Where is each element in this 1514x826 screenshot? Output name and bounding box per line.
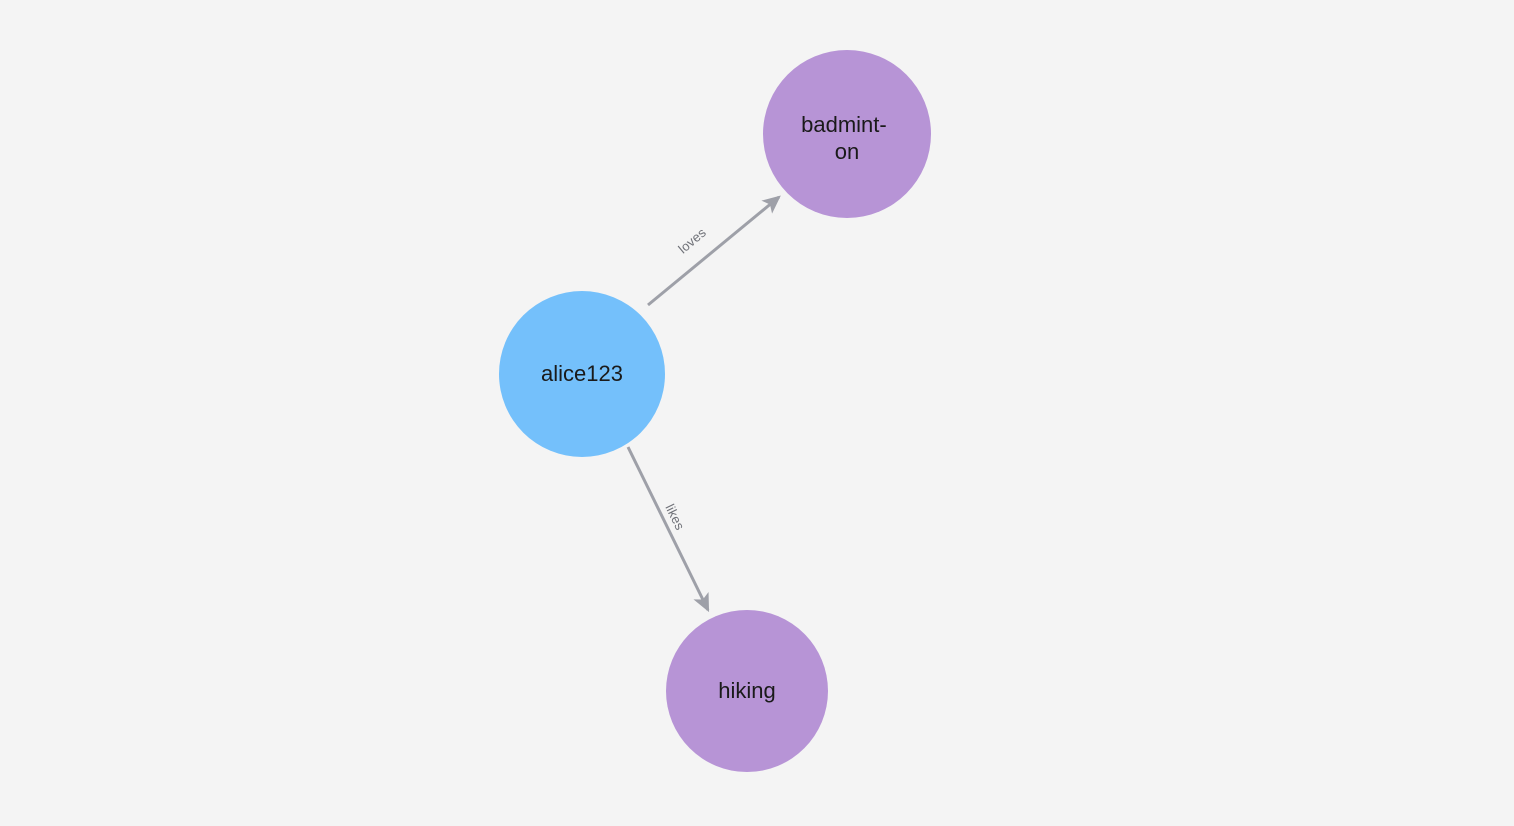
node-hiking[interactable]: hiking [666, 610, 828, 772]
node-group: alice123 badmint- on hiking [499, 50, 931, 772]
node-circle-alice123[interactable] [499, 291, 665, 457]
edge-line-loves[interactable] [647, 195, 781, 307]
edge-alice123-loves-badminton[interactable]: loves [647, 195, 781, 307]
edge-label-loves: loves [675, 225, 709, 257]
edge-alice123-likes-hiking[interactable]: likes [626, 446, 710, 613]
node-badminton[interactable]: badmint- on [763, 50, 931, 218]
node-circle-badminton[interactable] [763, 50, 931, 218]
node-alice123[interactable]: alice123 [499, 291, 665, 457]
node-circle-hiking[interactable] [666, 610, 828, 772]
edge-line-likes[interactable] [626, 446, 710, 613]
